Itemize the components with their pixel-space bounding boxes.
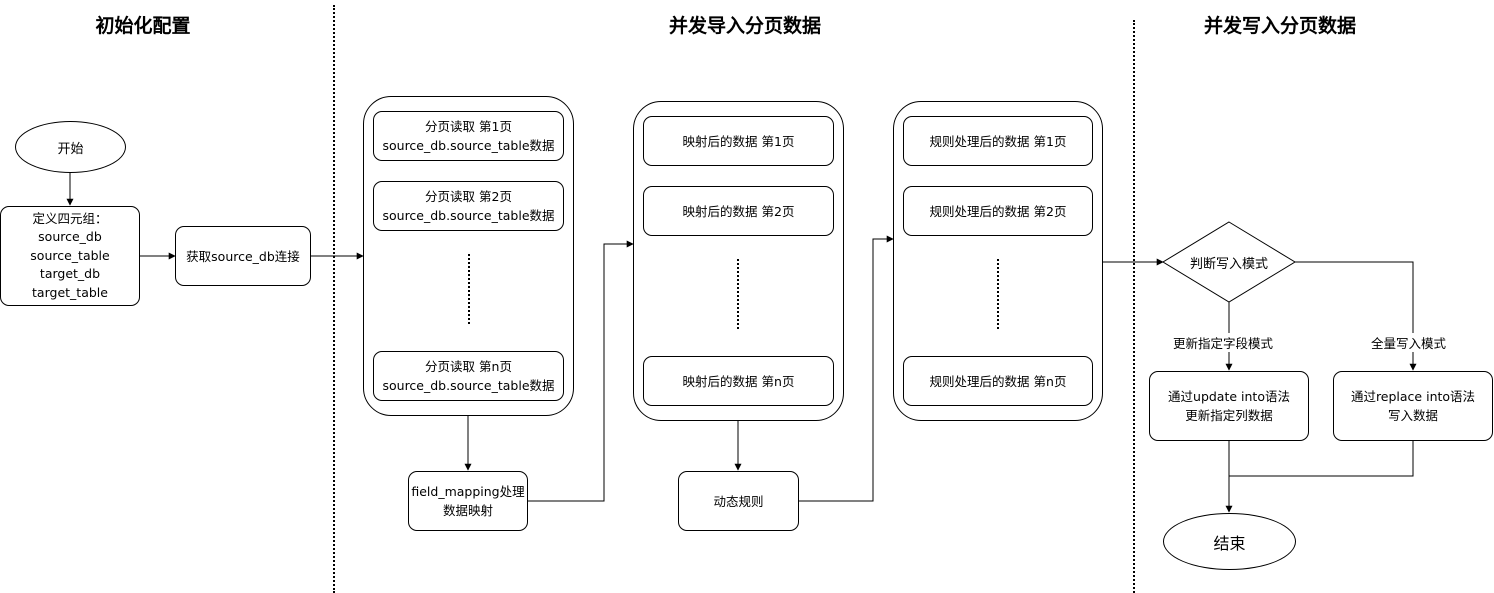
- rule-ellipsis: [997, 259, 999, 329]
- start-label: 开始: [57, 141, 84, 157]
- read-page-2-box: 分页读取 第2页 source_db.source_table数据: [373, 181, 564, 231]
- start-node: 开始: [15, 121, 126, 173]
- mapped-page-n-box: 映射后的数据 第n页: [643, 356, 834, 406]
- define-quadruple-box: 定义四元组： source_db source_table target_db …: [0, 206, 140, 306]
- dynamic-rule-box: 动态规则: [678, 471, 799, 531]
- read-page-2-title: 分页读取 第2页: [425, 189, 512, 204]
- mapped-ellipsis: [737, 259, 739, 329]
- decision-diamond: [1162, 221, 1296, 303]
- replace-into-title: 通过replace into语法: [1350, 389, 1476, 404]
- get-connection-box: 获取source_db连接: [175, 226, 311, 286]
- connector-mapping-mapped: [528, 240, 634, 502]
- field-mapping-subtitle: 数据映射: [442, 503, 493, 518]
- dynamic-rule-label: 动态规则: [713, 493, 764, 509]
- read-page-1-box: 分页读取 第1页 source_db.source_table数据: [373, 111, 564, 161]
- branch-label-update: 更新指定字段模式: [1171, 333, 1276, 352]
- connector-replace-merge: [1229, 441, 1414, 477]
- section-title-import: 并发导入分页数据: [668, 15, 821, 37]
- connector-rule-rulegroup: [799, 235, 894, 502]
- section-title-init: 初始化配置: [95, 15, 191, 37]
- update-into-title: 通过update into语法: [1168, 389, 1290, 404]
- mapped-page-2-box: 映射后的数据 第2页: [643, 186, 834, 236]
- mapped-page-1-box: 映射后的数据 第1页: [643, 116, 834, 166]
- update-into-box: 通过update into语法 更新指定列数据: [1149, 371, 1309, 441]
- field-mapping-title: field_mapping处理: [411, 484, 525, 499]
- end-label: 结束: [1213, 533, 1246, 553]
- define-item-target-table: target_table: [32, 284, 108, 300]
- read-page-n-title: 分页读取 第n页: [425, 359, 512, 374]
- define-item-source-table: source_table: [30, 247, 110, 263]
- define-item-target-db: target_db: [39, 266, 101, 282]
- read-page-2-source: source_db.source_table数据: [382, 208, 555, 223]
- replace-into-box: 通过replace into语法 写入数据: [1333, 371, 1493, 441]
- section-divider-2: [1133, 20, 1135, 593]
- branch-label-replace: 全量写入模式: [1369, 333, 1449, 352]
- mapped-page-1-label: 映射后的数据 第1页: [682, 133, 795, 149]
- rule-page-1-label: 规则处理后的数据 第1页: [929, 133, 1067, 149]
- decision-label: 判断写入模式: [1189, 257, 1268, 272]
- rule-page-2-label: 规则处理后的数据 第2页: [929, 203, 1067, 219]
- read-page-n-box: 分页读取 第n页 source_db.source_table数据: [373, 351, 564, 401]
- get-connection-label: 获取source_db连接: [186, 248, 300, 264]
- rule-page-n-label: 规则处理后的数据 第n页: [929, 373, 1067, 389]
- read-ellipsis: [468, 254, 470, 324]
- section-title-write: 并发写入分页数据: [1203, 15, 1356, 37]
- define-title: 定义四元组：: [32, 210, 108, 226]
- replace-into-subtitle: 写入数据: [1387, 408, 1438, 423]
- read-page-1-title: 分页读取 第1页: [425, 119, 512, 134]
- mapped-page-n-label: 映射后的数据 第n页: [682, 373, 795, 389]
- rule-page-2-box: 规则处理后的数据 第2页: [903, 186, 1093, 236]
- connector-decision-replace: [1295, 261, 1417, 371]
- field-mapping-box: field_mapping处理 数据映射: [408, 471, 528, 531]
- read-page-1-source: source_db.source_table数据: [382, 138, 555, 153]
- mapped-page-2-label: 映射后的数据 第2页: [682, 203, 795, 219]
- end-node: 结束: [1163, 513, 1296, 570]
- define-item-source-db: source_db: [38, 229, 102, 245]
- rule-page-1-box: 规则处理后的数据 第1页: [903, 116, 1093, 166]
- update-into-subtitle: 更新指定列数据: [1185, 408, 1273, 423]
- read-page-n-source: source_db.source_table数据: [382, 378, 555, 393]
- rule-page-n-box: 规则处理后的数据 第n页: [903, 356, 1093, 406]
- section-divider-1: [333, 5, 335, 593]
